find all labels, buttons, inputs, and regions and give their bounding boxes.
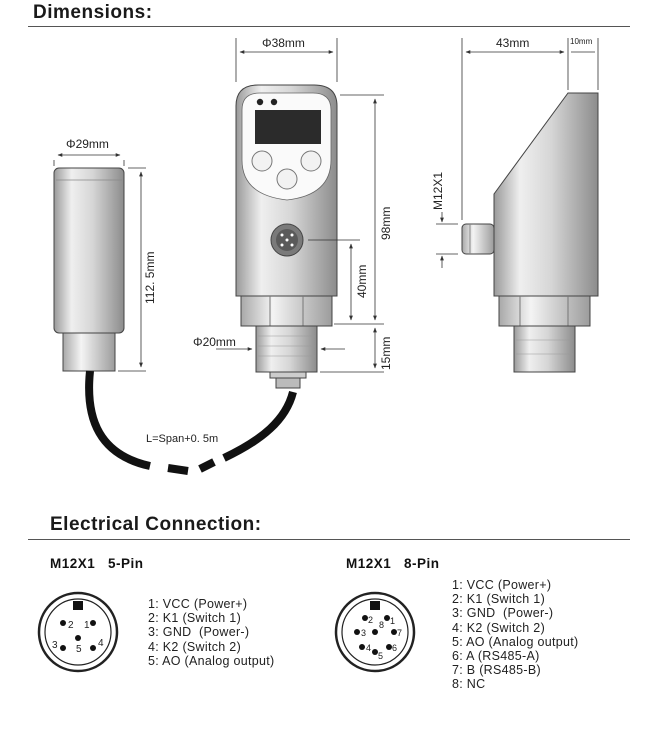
eight-pin-connector	[334, 591, 416, 673]
eight-pin-number-8: 8	[379, 620, 384, 630]
probe-d29-label: Φ29mm	[66, 137, 109, 151]
five-pin-title: M12X1 5-Pin	[50, 556, 144, 571]
eight-pin-item: 4: K2 (Switch 2)	[452, 620, 546, 635]
front-d38-dim	[235, 38, 338, 82]
probe-length-label: 112. 5mm	[143, 252, 157, 304]
front-h40-dim	[308, 239, 360, 321]
front-d38-label: Φ38mm	[262, 36, 305, 50]
side-w43-dim	[461, 38, 599, 220]
front-h15-label: 15mm	[379, 337, 393, 370]
eight-pin-number-1: 1	[390, 616, 395, 626]
five-pin-connector	[37, 591, 119, 673]
eight-pin-item: 2: K1 (Switch 1)	[452, 592, 546, 607]
five-pin-number-2: 2	[68, 620, 74, 631]
eight-pin-number-4: 4	[366, 643, 371, 653]
eight-pin-item: 3: GND (Power-)	[452, 606, 554, 621]
eight-pin-number-6: 6	[392, 643, 397, 653]
five-pin-item: 4: K2 (Switch 2)	[148, 639, 242, 654]
front-d20-label: Φ20mm	[193, 335, 236, 349]
front-h15-dim	[320, 327, 384, 373]
front-h40-label: 40mm	[355, 265, 369, 298]
electrical-divider	[28, 539, 630, 540]
eight-pin-item: 8: NC	[452, 677, 486, 692]
side-w43-label: 43mm	[496, 36, 529, 50]
probe-cable	[85, 370, 297, 475]
dimensions-divider	[28, 26, 630, 27]
transmitter-front	[235, 84, 338, 389]
dimensions-heading: Dimensions:	[33, 2, 153, 23]
eight-pin-item: 1: VCC (Power+)	[452, 578, 552, 592]
front-h98-label: 98mm	[379, 207, 393, 240]
eight-pin-item: 5: AO (Analog output)	[452, 634, 579, 649]
eight-pin-title: M12X1 8-Pin	[346, 556, 440, 571]
five-pin-item: 3: GND (Power-)	[148, 625, 250, 640]
five-pin-item: 2: K1 (Switch 1)	[148, 611, 242, 626]
eight-pin-item: 7: B (RS485-B)	[452, 663, 541, 678]
side-w10-label: 10mm	[570, 37, 593, 46]
eight-pin-number-5: 5	[378, 651, 383, 661]
eight-pin-number-3: 3	[361, 628, 366, 638]
probe-length-dim	[118, 167, 146, 372]
five-pin-list: 1: VCC (Power+) 2: K1 (Switch 1) 3: GND …	[148, 597, 275, 668]
eight-pin-number-2: 2	[368, 615, 373, 625]
eight-pin-number-7: 7	[397, 628, 402, 638]
five-pin-number-3: 3	[52, 640, 58, 651]
electrical-heading: Electrical Connection:	[50, 514, 262, 535]
eight-pin-item: 6: A (RS485-A)	[452, 649, 540, 664]
side-m12-dim	[436, 212, 458, 268]
front-h98-dim	[334, 94, 384, 325]
transmitter-side	[461, 92, 599, 373]
five-pin-number-4: 4	[98, 638, 104, 649]
cable-length-label: L=Span+0. 5m	[146, 433, 218, 445]
five-pin-item: 5: AO (Analog output)	[148, 653, 275, 668]
five-pin-number-1: 1	[84, 620, 90, 631]
side-m12-label: M12X1	[431, 172, 445, 210]
eight-pin-list: 1: VCC (Power+) 2: K1 (Switch 1) 3: GND …	[452, 578, 579, 692]
probe-d29-dim	[53, 153, 125, 166]
probe-body	[53, 167, 125, 372]
five-pin-number-5: 5	[76, 644, 82, 655]
five-pin-item: 1: VCC (Power+)	[148, 597, 248, 611]
